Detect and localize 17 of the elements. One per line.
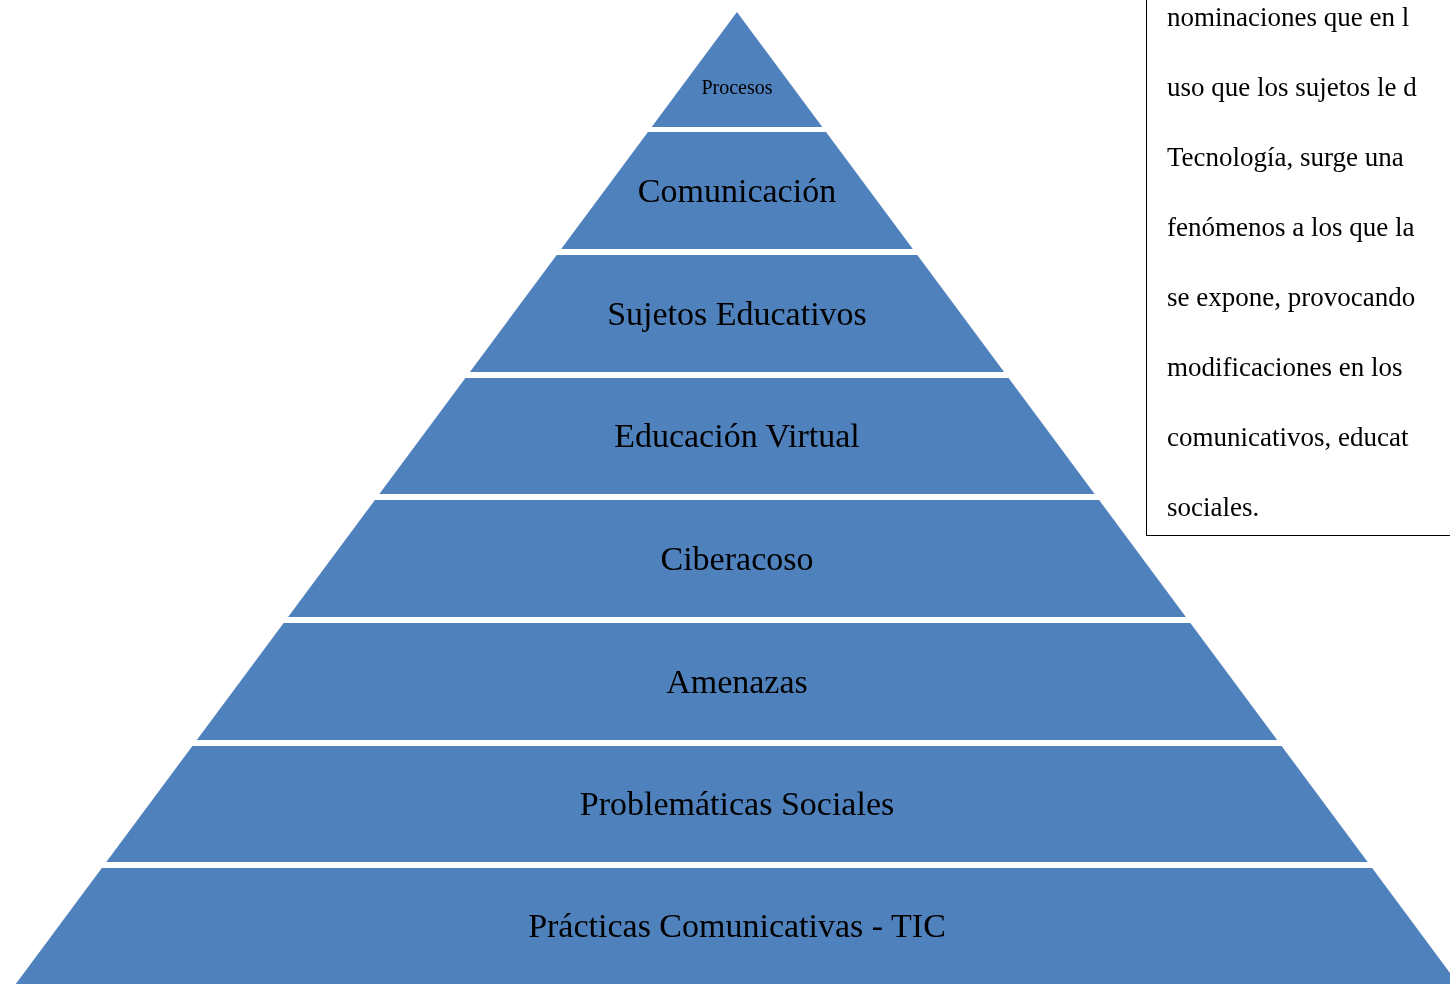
paragraph-line: sociales. (1167, 492, 1260, 523)
paragraph-line: fenómenos a los que la (1167, 212, 1415, 243)
paragraph-line: uso que los sujetos le d (1167, 72, 1417, 103)
level-label: Prácticas Comunicativas - TIC (528, 907, 946, 945)
level-label: Problemáticas Sociales (579, 785, 895, 823)
paragraph-line: modificaciones en los (1167, 352, 1403, 383)
pyramid-level (15, 868, 1450, 984)
level-label: Amenazas (666, 662, 808, 701)
level-label: Educación Virtual (614, 417, 860, 455)
level-label: Procesos (701, 75, 773, 99)
level-label: Comunicación (637, 171, 837, 210)
paragraph-line: se expone, provocando (1167, 282, 1416, 313)
paragraph-line: comunicativos, educat (1167, 422, 1409, 453)
paragraph-line: Tecnología, surge una (1167, 142, 1404, 173)
paragraph-line: nominaciones que en l (1167, 2, 1410, 33)
level-label: Ciberacoso (660, 539, 814, 578)
level-label: Sujetos Educativos (607, 294, 867, 333)
